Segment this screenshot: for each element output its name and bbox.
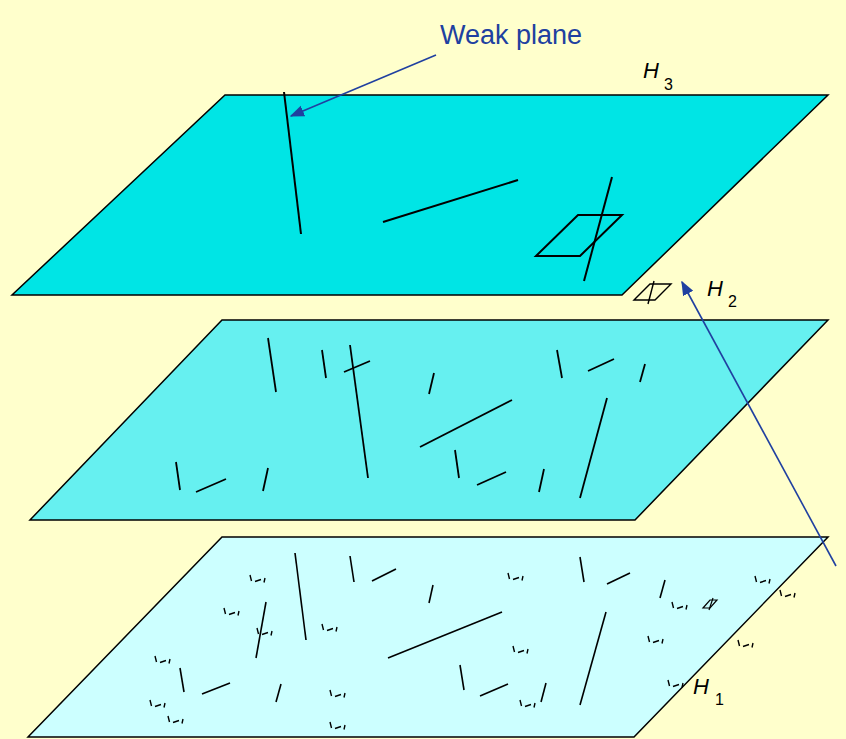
plane-symbol-subscript: 1 [715,692,724,708]
plane-symbol: H [643,60,659,82]
callout-label-text: Weak plane [440,20,582,50]
plane-subscript: 3 [664,77,673,93]
plane-symbol: H [707,278,723,300]
plane-h3 [12,92,828,295]
plane-symbol-text: H [693,674,709,699]
plane-symbol-subscript-text: 2 [728,293,737,310]
plane-h1 [28,537,828,737]
leader-arrow [682,282,836,566]
callout-label: Weak plane [440,22,582,49]
plane-symbol-text: H [643,58,659,83]
plane-symbol: H [693,676,709,698]
plane-symbol-subscript-text: 1 [715,691,724,708]
leader-arrow [291,55,436,116]
plane-subscript-text: 3 [664,76,673,93]
plane-h2 [30,281,828,520]
plane-symbol-subscript: 2 [728,294,737,310]
plane-symbol-text: H [707,276,723,301]
